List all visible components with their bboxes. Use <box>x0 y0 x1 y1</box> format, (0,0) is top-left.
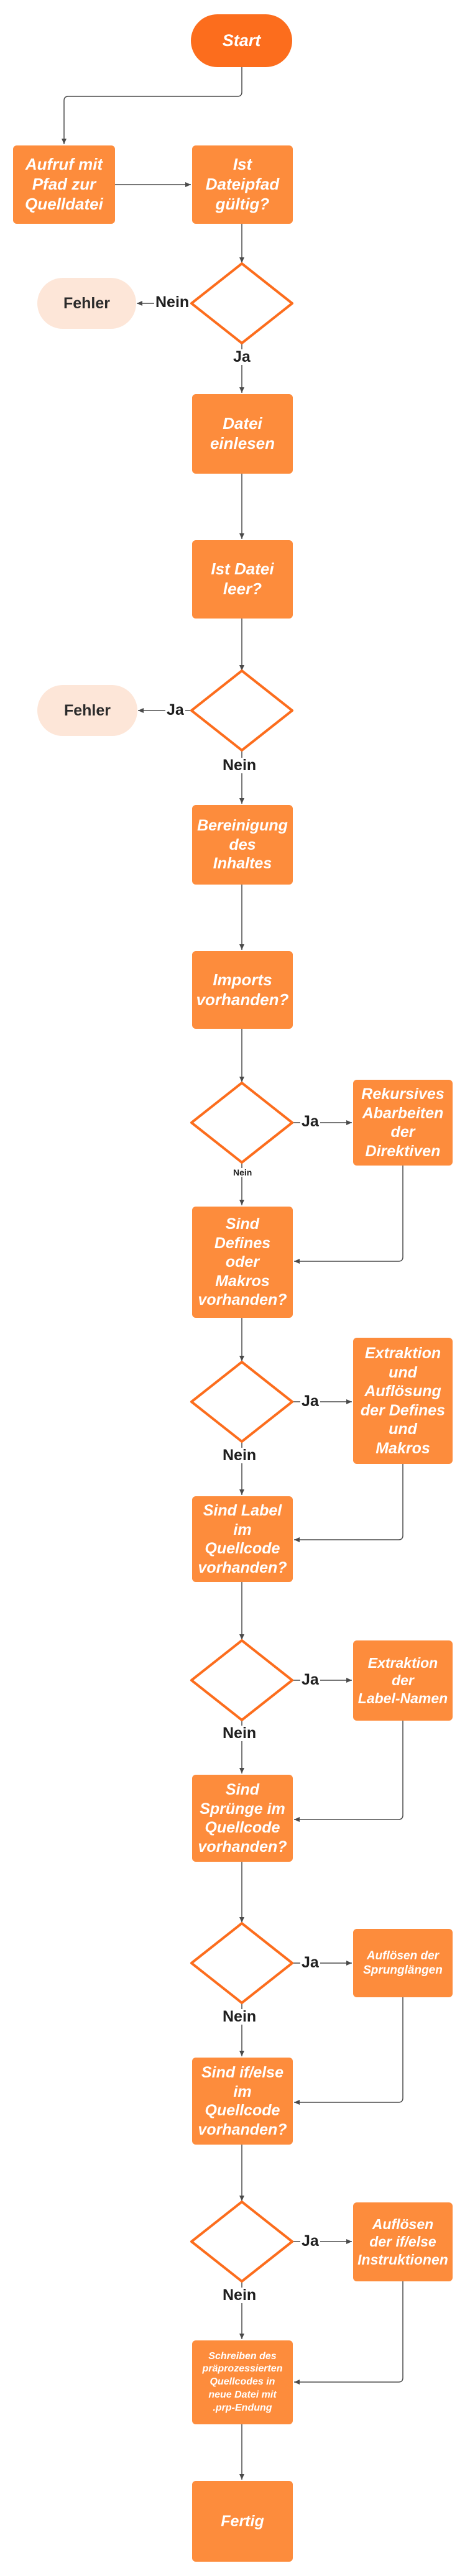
check-imports-node-text: Imports vorhanden? <box>196 970 289 1009</box>
edge-resolve-ifelse-write <box>294 2281 403 2385</box>
extract-labels-node: Extraktion der Label-Namen <box>353 1640 453 1721</box>
decision-7-diamond <box>190 2201 293 2283</box>
check-labels-node-text: Sind Label im Quellcode vorhanden? <box>198 1502 287 1576</box>
decision-6-yes-label: Ja <box>300 1954 320 1971</box>
decision-4-diamond <box>190 1361 293 1443</box>
error-2-node: Fehler <box>37 685 137 736</box>
extract-defines-node-text: Extraktion und Auflösung der Defines und… <box>360 1345 446 1457</box>
check-ifelse-node-text: Sind if/else im Quellcode vorhanden? <box>198 2064 287 2138</box>
decision-2-no-label: Nein <box>221 757 258 774</box>
check-defines-node-text: Sind Defines oder Makros vorhanden? <box>198 1215 287 1309</box>
call-node-text: Aufruf mit Pfad zur Quelldatei <box>25 155 103 213</box>
decision-1-yes-label: Ja <box>232 348 252 366</box>
check-imports-node: Imports vorhanden? <box>192 951 293 1029</box>
decision-5-diamond <box>190 1639 293 1721</box>
check-jumps-node-text: Sind Sprünge im Quellcode vorhanden? <box>198 1781 287 1856</box>
extract-defines-node: Extraktion und Auflösung der Defines und… <box>353 1338 453 1464</box>
write-node: Schreiben des präprozessierten Quellcode… <box>192 2340 293 2424</box>
decision-3-no-label: Nein <box>232 1167 254 1177</box>
write-node-text: Schreiben des präprozessierten Quellcode… <box>202 2350 283 2413</box>
check-ifelse-node: Sind if/else im Quellcode vorhanden? <box>192 2058 293 2145</box>
edge-extract-defines-check-labels <box>294 1464 403 1542</box>
decision-6-diamond <box>190 1922 293 2004</box>
decision-7-no-label: Nein <box>221 2286 258 2304</box>
error-1-node-text: Fehler <box>63 294 111 312</box>
decision-6-no-label: Nein <box>221 2008 258 2025</box>
decision-4-no-label: Nein <box>221 1447 258 1464</box>
edge-extract-labels-check-jumps <box>294 1721 403 1822</box>
recursive-node-text: Rekursives Abarbeiten der Direktiven <box>361 1085 445 1160</box>
finish-node-text: Fertig <box>221 2512 264 2530</box>
check-jumps-node: Sind Sprünge im Quellcode vorhanden? <box>192 1775 293 1862</box>
resolve-ifelse-node-text: Auflösen der if/else Instruktionen <box>357 2216 448 2268</box>
read-file-node-text: Datei einlesen <box>210 414 275 453</box>
edge-recursive-check-defines <box>294 1166 403 1264</box>
finish-node: Fertig <box>192 2481 293 2562</box>
edge-resolve-jumps-check-ifelse <box>294 1997 403 2105</box>
check-path-node: Ist Dateipfad gültig? <box>192 145 293 224</box>
error-2-node-text: Fehler <box>63 701 111 719</box>
check-empty-node: Ist Datei leer? <box>192 540 293 619</box>
decision-7-yes-label: Ja <box>300 2232 320 2250</box>
resolve-ifelse-node: Auflösen der if/else Instruktionen <box>353 2202 453 2281</box>
check-labels-node: Sind Label im Quellcode vorhanden? <box>192 1496 293 1582</box>
decision-1-diamond <box>190 262 293 344</box>
clean-node: Bereinigung des Inhaltes <box>192 805 293 885</box>
decision-3-diamond <box>190 1082 293 1164</box>
start-node: Start <box>191 14 292 67</box>
start-node-text: Start <box>222 31 261 50</box>
resolve-jumps-node: Auflösen der Sprunglängen <box>353 1929 453 1997</box>
call-node: Aufruf mit Pfad zur Quelldatei <box>13 145 115 224</box>
decision-2-diamond <box>190 669 293 752</box>
extract-labels-node-text: Extraktion der Label-Namen <box>357 1655 448 1706</box>
decision-2-yes-label: Ja <box>165 701 185 719</box>
decision-5-no-label: Nein <box>221 1724 258 1742</box>
error-1-node: Fehler <box>37 278 136 329</box>
decision-4-yes-label: Ja <box>300 1392 320 1410</box>
recursive-node: Rekursives Abarbeiten der Direktiven <box>353 1080 453 1166</box>
read-file-node: Datei einlesen <box>192 394 293 474</box>
check-path-node-text: Ist Dateipfad gültig? <box>205 155 280 213</box>
check-empty-node-text: Ist Datei leer? <box>211 559 274 598</box>
decision-1-no-label: Nein <box>154 293 191 311</box>
decision-3-yes-label: Ja <box>300 1113 320 1130</box>
resolve-jumps-node-text: Auflösen der Sprunglängen <box>363 1949 443 1977</box>
edge-start-call <box>62 67 242 144</box>
clean-node-text: Bereinigung des Inhaltes <box>197 817 288 873</box>
decision-5-yes-label: Ja <box>300 1671 320 1688</box>
check-defines-node: Sind Defines oder Makros vorhanden? <box>192 1207 293 1318</box>
